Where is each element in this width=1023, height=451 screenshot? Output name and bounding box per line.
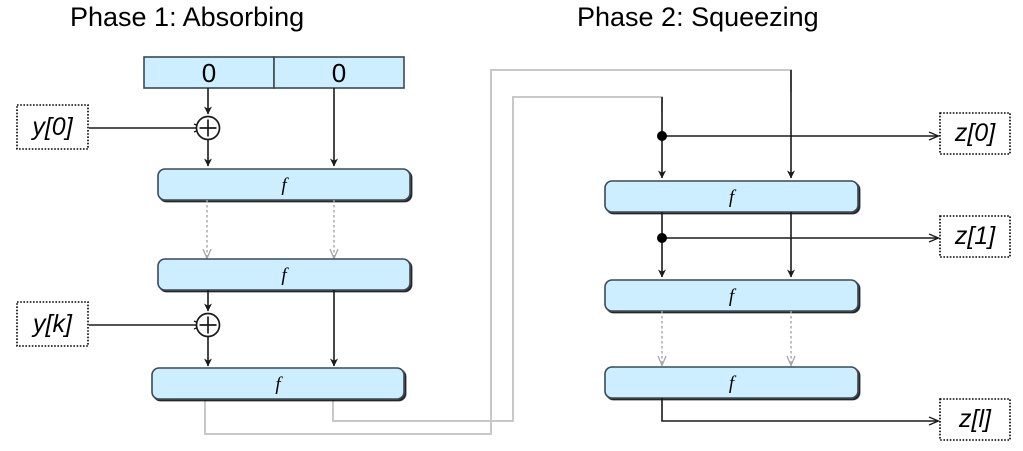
- phase2-title: Phase 2: Squeezing: [577, 2, 819, 32]
- initial-state-rate-value: 0: [201, 58, 217, 88]
- permutation-label-p2-1: f: [728, 187, 735, 208]
- output-label-z1: z[1]: [954, 222, 996, 250]
- xor-top-plus-glyph: [199, 119, 217, 137]
- permutation-box-p2-2: [604, 279, 859, 312]
- phase1-title: Phase 1: Absorbing: [70, 2, 305, 32]
- permutation-label-p1-3: f: [275, 374, 281, 395]
- output-label-z0: z[0]: [954, 119, 996, 147]
- permutation-box-p1-1: [157, 168, 411, 201]
- output-box-z1[interactable]: [939, 215, 1011, 258]
- permutation-label-p1-1: f: [281, 175, 287, 196]
- initial-state-capacity-cell: [273, 56, 405, 89]
- junction-dot-z1: [657, 233, 667, 243]
- junction-dot-z0: [657, 131, 667, 141]
- output-box-z0[interactable]: [939, 112, 1011, 155]
- permutation-box-p2-3: [604, 366, 859, 399]
- input-label-yk: y[k]: [33, 309, 72, 338]
- xor-bottom-plus-glyph: [199, 316, 217, 334]
- permutation-label-p1-2: f: [281, 265, 287, 286]
- line-tap-zl: [661, 398, 938, 421]
- permutation-box-p1-3: [151, 367, 405, 400]
- input-label-y0: y[0]: [32, 112, 73, 141]
- output-box-zl[interactable]: [939, 398, 1011, 441]
- xor-top: [195, 115, 221, 141]
- permutation-label-p2-3: f: [728, 373, 735, 394]
- initial-state-bar: [143, 56, 405, 89]
- permutation-box-p1-2: [157, 258, 411, 291]
- permutation-box-p2-1: [604, 180, 859, 213]
- input-box-y0[interactable]: [16, 104, 89, 150]
- permutation-label-p2-2: f: [728, 286, 735, 307]
- output-label-zl: z[l]: [959, 405, 991, 433]
- xor-bottom: [195, 312, 221, 338]
- initial-state-capacity-value: 0: [331, 58, 347, 88]
- input-box-yk[interactable]: [16, 301, 89, 347]
